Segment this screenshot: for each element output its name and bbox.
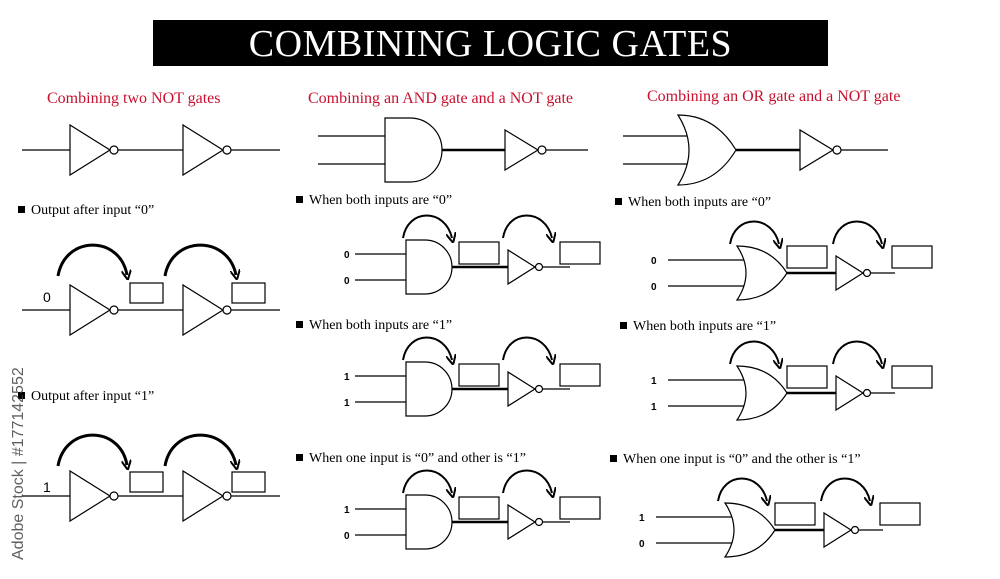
or-not-one-each-diagram [656, 477, 921, 558]
input-value: 0 [639, 539, 645, 550]
and-not-diagram [318, 117, 588, 183]
answer-box [774, 502, 816, 526]
answer-box [231, 282, 266, 304]
curved-arrow-icon [502, 469, 552, 494]
curved-arrow-icon [56, 433, 127, 466]
and-gate-icon [405, 494, 453, 550]
answer-box [559, 241, 601, 265]
not-gate-icon [835, 254, 872, 292]
not-gate-icon [507, 370, 544, 408]
or-gate-icon [723, 502, 776, 558]
curved-arrow-icon [832, 220, 882, 245]
label-and-both-1: When both inputs are “1” [296, 318, 452, 334]
curved-arrow-icon [163, 243, 236, 276]
section-title-and-not: Combining an AND gate and a NOT gate [308, 90, 573, 107]
label-or-both-0: When both inputs are “0” [615, 195, 771, 211]
label-or-one-each: When one input is “0” and the other is “… [610, 452, 861, 468]
input-value: 0 [344, 276, 350, 287]
curved-arrow-icon [729, 220, 779, 245]
input-value: 1 [344, 398, 350, 409]
not-gate-icon [69, 123, 119, 177]
input-value: 1 [43, 479, 51, 495]
input-value: 1 [639, 513, 645, 524]
or-not-both-0-diagram [668, 220, 933, 301]
and-gate-icon [405, 239, 453, 295]
not-gate-icon [69, 283, 119, 337]
section-title-or-not: Combining an OR gate and a NOT gate [647, 88, 901, 105]
label-or-both-1: When both inputs are “1” [620, 319, 776, 335]
answer-box [458, 363, 500, 387]
answer-box [559, 363, 601, 387]
curved-arrow-icon [163, 433, 236, 466]
not-not-input0-diagram [22, 243, 280, 337]
answer-box [129, 282, 164, 304]
input-value: 1 [651, 376, 657, 387]
or-not-diagram [623, 114, 888, 186]
input-value: 1 [344, 505, 350, 516]
curved-arrow-icon [729, 340, 779, 365]
input-value: 1 [651, 402, 657, 413]
and-not-one-each-diagram [355, 469, 601, 550]
section-title-not-not: Combining two NOT gates [47, 90, 221, 107]
not-gate-icon [182, 469, 232, 523]
or-gate-icon [676, 114, 737, 186]
curved-arrow-icon [502, 214, 552, 239]
label-and-both-0: When both inputs are “0” [296, 193, 452, 209]
input-value: 0 [344, 531, 350, 542]
page-title: COMBINING LOGIC GATES [153, 20, 828, 66]
answer-box [458, 241, 500, 265]
or-not-both-1-diagram [668, 340, 933, 421]
input-value: 0 [651, 256, 657, 267]
not-gate-icon [835, 374, 872, 412]
answer-box [129, 471, 164, 493]
input-value: 1 [344, 372, 350, 383]
and-gate-icon [384, 117, 443, 183]
or-gate-icon [735, 245, 788, 301]
input-value: 0 [651, 282, 657, 293]
answer-box [786, 365, 828, 389]
label-and-one-each: When one input is “0” and other is “1” [296, 451, 526, 467]
curved-arrow-icon [820, 477, 870, 502]
curved-arrow-icon [832, 340, 882, 365]
and-not-both-1-diagram [355, 336, 601, 417]
answer-box [891, 365, 933, 389]
curved-arrow-icon [56, 243, 127, 276]
curved-arrow-icon [502, 336, 552, 361]
not-not-input1-diagram [22, 433, 280, 523]
answer-box [891, 245, 933, 269]
not-gate-icon [182, 283, 232, 337]
label-not-input-0: Output after input “0” [18, 203, 154, 219]
input-value: 0 [344, 250, 350, 261]
not-gate-icon [823, 511, 860, 549]
or-gate-icon [735, 365, 788, 421]
curved-arrow-icon [402, 336, 452, 361]
stock-watermark: Adobe Stock | #177142552 [10, 367, 27, 560]
not-gate-icon [69, 469, 119, 523]
answer-box [879, 502, 921, 526]
not-not-diagram [22, 123, 280, 177]
not-gate-icon [504, 128, 547, 172]
answer-box [231, 471, 266, 493]
and-gate-icon [405, 361, 453, 417]
answer-box [458, 496, 500, 520]
not-gate-icon [799, 128, 842, 172]
answer-box [786, 245, 828, 269]
not-gate-icon [507, 248, 544, 286]
curved-arrow-icon [402, 214, 452, 239]
and-not-both-0-diagram [355, 214, 601, 295]
not-gate-icon [182, 123, 232, 177]
curved-arrow-icon [402, 469, 452, 494]
answer-box [559, 496, 601, 520]
curved-arrow-icon [717, 477, 767, 502]
not-gate-icon [507, 503, 544, 541]
label-not-input-1: Output after input “1” [18, 389, 154, 405]
input-value: 0 [43, 289, 51, 305]
